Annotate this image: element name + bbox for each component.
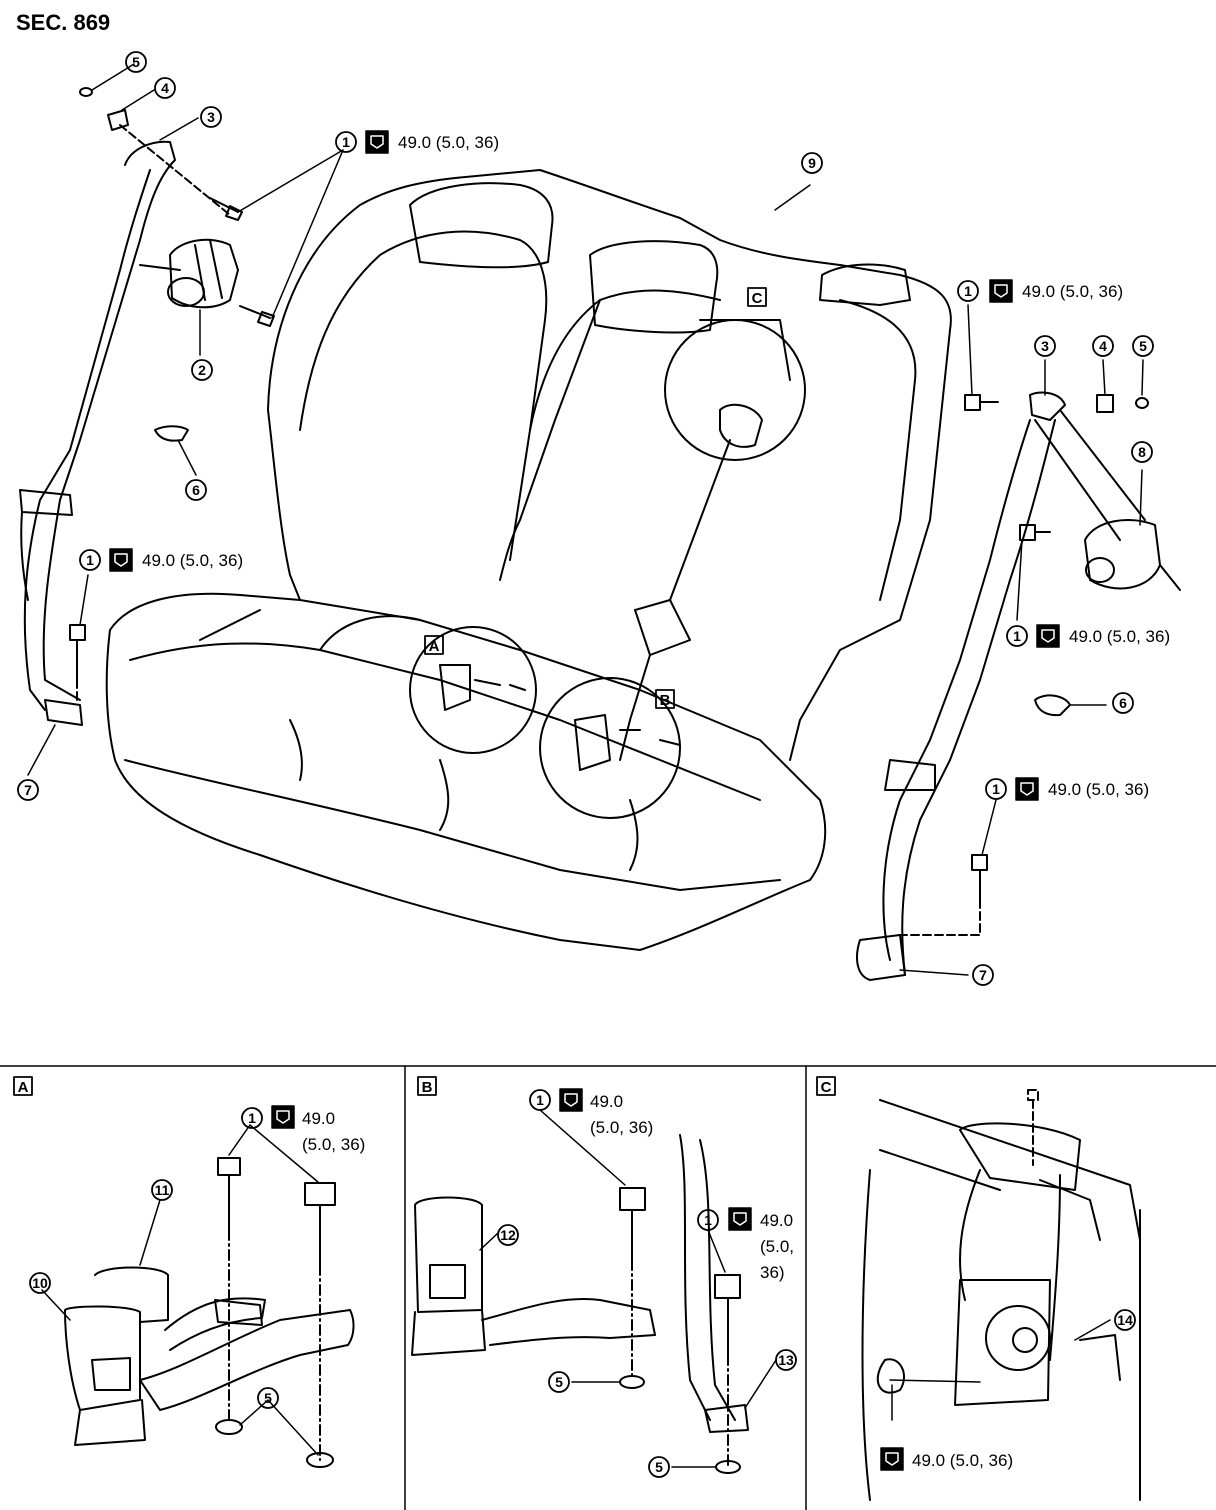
panel-b-letter: B <box>422 1079 433 1096</box>
callout-5-a: 5 <box>132 54 140 70</box>
torque-label-c: 49.0 (5.0, 36) <box>912 1451 1013 1470</box>
torque-label-5: 49.0 (5.0, 36) <box>1048 780 1149 799</box>
callout-6-b: 6 <box>1119 695 1127 711</box>
torque-label-b-line1: 49.0 <box>590 1092 623 1111</box>
torque-label-b-line2: (5.0, 36) <box>590 1118 653 1137</box>
leader-lines <box>27 63 1144 976</box>
callout-5-panel-b: 5 <box>555 1374 563 1390</box>
callout-3-b: 3 <box>1041 338 1049 354</box>
detail-letter-b-main: B <box>660 692 671 709</box>
callout-5-panel-b-2: 5 <box>655 1459 663 1475</box>
detail-letters: A B C A B C <box>18 290 832 1096</box>
torque-label-2: 49.0 (5.0, 36) <box>142 551 243 570</box>
callout-5-b: 5 <box>1139 338 1147 354</box>
torque-label-b2-line3: 36) <box>760 1263 785 1282</box>
torque-label-3: 49.0 (5.0, 36) <box>1022 282 1123 301</box>
torque-label-1: 49.0 (5.0, 36) <box>398 133 499 152</box>
callout-1-d: 1 <box>1013 628 1021 644</box>
panel-a-letter: A <box>18 1079 29 1096</box>
callout-1-panel-b: 1 <box>536 1092 544 1108</box>
panel-c-letter: C <box>821 1079 832 1096</box>
callout-1-panel-b-2: 1 <box>704 1212 712 1228</box>
left-seat-belt-drawing <box>19 87 275 726</box>
section-title: SEC. 869 <box>16 10 111 35</box>
callout-2: 2 <box>198 362 206 378</box>
callout-1-e: 1 <box>992 781 1000 797</box>
detail-letter-a-main: A <box>429 638 440 655</box>
detail-panel-frame <box>0 1065 1216 1510</box>
callout-7-b: 7 <box>979 967 987 983</box>
torque-labels: 49.0 (5.0, 36) 49.0 (5.0, 36) 49.0 (5.0,… <box>142 133 1170 1470</box>
callout-1-b: 1 <box>86 552 94 568</box>
callout-numbers: 5 4 3 1 2 6 1 7 9 1 3 4 5 8 1 6 1 7 1 11… <box>24 54 1147 1475</box>
torque-label-b2-line2: (5.0, <box>760 1237 794 1256</box>
callout-9: 9 <box>808 155 816 171</box>
center-seat-belt-drawing <box>499 299 731 761</box>
torque-label-a-line1: 49.0 <box>302 1109 335 1128</box>
torque-label-a-line2: (5.0, 36) <box>302 1135 365 1154</box>
callout-1-c: 1 <box>964 283 972 299</box>
panel-c-drawing <box>861 1089 1141 1501</box>
callout-10: 10 <box>32 1275 48 1291</box>
torque-label-4: 49.0 (5.0, 36) <box>1069 627 1170 646</box>
callout-7-a: 7 <box>24 782 32 798</box>
callout-1-a: 1 <box>342 134 350 150</box>
rear-seat-drawing <box>105 169 952 951</box>
detail-letter-boxes <box>13 287 836 1096</box>
right-seat-belt-drawing <box>856 391 1181 981</box>
panel-a-drawing <box>41 1124 355 1468</box>
callout-4-b: 4 <box>1099 338 1107 354</box>
panel-b-drawing <box>411 1109 777 1474</box>
torque-label-b2-line1: 49.0 <box>760 1211 793 1230</box>
callout-13: 13 <box>778 1352 794 1368</box>
callout-11: 11 <box>155 1182 170 1198</box>
callout-5-panel-a: 5 <box>264 1390 272 1406</box>
callout-4-a: 4 <box>161 80 169 96</box>
detail-circles <box>409 319 806 819</box>
detail-letter-c-main: C <box>752 290 763 307</box>
callout-8: 8 <box>1138 444 1146 460</box>
callout-6-a: 6 <box>192 482 200 498</box>
callout-12: 12 <box>500 1227 516 1243</box>
callout-14: 14 <box>1117 1312 1133 1328</box>
callout-1-panel-a: 1 <box>248 1110 256 1126</box>
callout-3-a: 3 <box>207 109 215 125</box>
callout-markers <box>17 51 1154 1478</box>
torque-icons <box>109 130 1060 1471</box>
